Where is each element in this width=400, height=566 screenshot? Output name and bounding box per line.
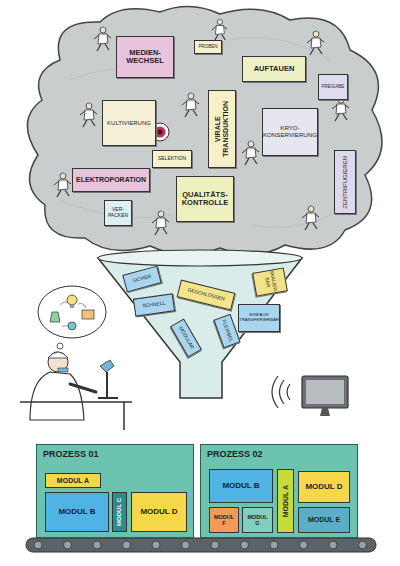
thought-bubble	[38, 286, 106, 356]
card-label: SELEKTION	[158, 156, 186, 162]
feature-card: FLEXIBEL	[213, 314, 240, 348]
conveyor-roller	[241, 541, 249, 549]
card-label: MODUL F	[212, 514, 236, 526]
feature-card: MODULAR	[170, 318, 202, 357]
card-label: ZENTRIFUGIEREN	[342, 156, 349, 209]
card-label: EINFACH TRANSFERIERBAR	[239, 313, 279, 323]
conveyor-roller	[123, 541, 131, 549]
module-box: MODUL F	[209, 507, 239, 533]
module-box: MODUL D	[298, 471, 350, 503]
conveyor-roller	[211, 541, 219, 549]
card-label: VER- PACKEN	[107, 207, 129, 218]
process-title: PROZESS 01	[39, 447, 103, 461]
conveyor-roller	[64, 541, 72, 549]
funnel-rim	[98, 250, 302, 266]
feature-card: SICHER	[122, 266, 161, 293]
card-label: AUFTAUEN	[254, 65, 295, 73]
card-label: VIRALE TRANSDUKTION	[214, 93, 230, 165]
process-box: PROZESS 01 MODUL A MODUL B MODUL C MODUL D	[36, 444, 194, 538]
card-label: MODUL A	[57, 477, 89, 485]
card-label: SCHNELL	[142, 301, 166, 310]
cloud	[27, 6, 382, 254]
card-label: MODUL A	[282, 485, 290, 517]
card-label: MEDIEN- WECHSEL	[119, 49, 171, 66]
module-box: MODUL A	[277, 469, 294, 533]
process-title: PROZESS 02	[203, 447, 267, 461]
card-label: MODUL D	[140, 508, 177, 517]
card-label: KRYO- KONSERVIERUNG	[263, 125, 317, 139]
card-label: GESCHLOSSEN	[187, 288, 225, 303]
task-card: QUALITÄTS- KONTROLLE	[176, 176, 234, 222]
monitor	[272, 376, 348, 416]
conveyor-roller	[34, 541, 42, 549]
conveyor-roller	[359, 541, 367, 549]
conveyor-roller	[270, 541, 278, 549]
task-card: SELEKTION	[152, 150, 192, 168]
task-card: VER- PACKEN	[104, 200, 132, 226]
card-label: MODUL B	[222, 482, 259, 491]
task-card: AUFTAUEN	[242, 56, 306, 82]
conveyor-roller	[152, 541, 160, 549]
card-label: SKALIER- BAR	[263, 270, 278, 294]
conveyor	[26, 538, 376, 552]
card-label: MODUL C	[116, 498, 123, 526]
card-label: QUALITÄTS- KONTROLLE	[179, 191, 231, 208]
task-card: VIRALE TRANSDUKTION	[208, 90, 236, 168]
cloud-shading	[60, 38, 350, 228]
card-label: MODUL D	[305, 483, 342, 492]
module-box: MODUL B	[45, 492, 109, 532]
task-card: MEDIEN- WECHSEL	[116, 36, 174, 78]
conveyor-roller	[329, 541, 337, 549]
module-box: MODUL A	[45, 473, 101, 488]
feature-card: GESCHLOSSEN	[177, 279, 236, 310]
task-card: ZENTRIFUGIEREN	[334, 150, 356, 214]
process-box: PROZESS 02 MODUL B MODUL A MODUL D MODUL F MO…	[200, 444, 358, 538]
funnel	[98, 258, 302, 398]
feature-card: SCHNELL	[133, 293, 175, 316]
module-box: MODUL C	[112, 492, 127, 532]
conveyor-roller	[182, 541, 190, 549]
lab-figures	[54, 19, 349, 235]
card-label: MODUL G	[245, 514, 270, 526]
module-box: MODUL B	[209, 469, 273, 503]
module-box: MODUL E	[298, 507, 350, 533]
task-card: ELEKTROPORATION	[72, 168, 150, 192]
card-label: FLEXIBEL	[220, 319, 233, 343]
card-label: KULTIVIERUNG	[107, 120, 151, 127]
task-card: KRYO- KONSERVIERUNG	[262, 108, 318, 156]
task-card: FREIGABE	[318, 74, 348, 100]
module-box: MODUL G	[242, 507, 273, 533]
card-label: FREIGABE	[322, 84, 345, 89]
card-label: MODUL B	[58, 508, 95, 517]
task-card: KULTIVIERUNG	[102, 100, 156, 146]
card-label: SICHER	[132, 274, 152, 284]
card-label: ELEKTROPORATION	[76, 176, 146, 184]
module-box: MODUL D	[131, 492, 187, 532]
card-label: MODULAR	[177, 326, 194, 350]
conveyor-roller	[300, 541, 308, 549]
scientist	[20, 352, 132, 430]
card-label: PROBEN	[198, 44, 217, 49]
feature-card: EINFACH TRANSFERIERBAR	[238, 304, 280, 332]
conveyor-roller	[93, 541, 101, 549]
task-card: PROBEN	[194, 40, 222, 54]
card-label: MODUL E	[308, 516, 340, 524]
feature-card: SKALIER- BAR	[252, 267, 288, 296]
